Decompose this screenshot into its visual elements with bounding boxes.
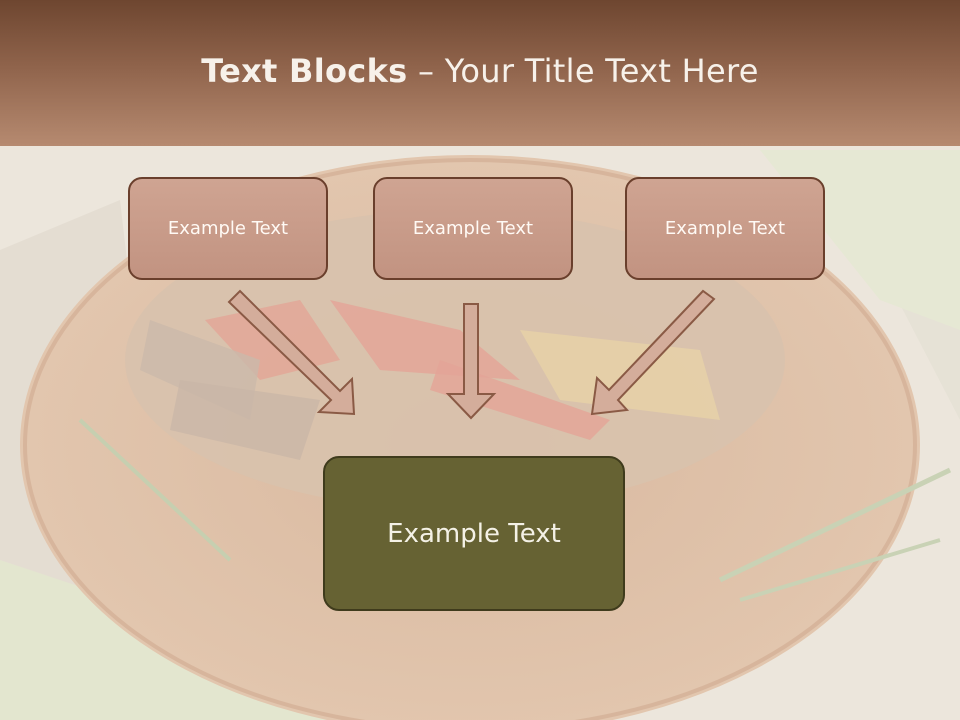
text-block-3-label: Example Text bbox=[664, 218, 786, 239]
text-block-2[interactable]: Example Text bbox=[373, 177, 573, 280]
text-block-2-label: Example Text bbox=[412, 218, 534, 239]
slide-title: Text Blocks – Your Title Text Here bbox=[0, 52, 960, 90]
title-bold: Text Blocks bbox=[201, 52, 408, 90]
title-bar bbox=[0, 0, 960, 146]
arrow-right bbox=[590, 289, 716, 416]
text-block-1-label: Example Text bbox=[167, 218, 289, 239]
title-rest: – Your Title Text Here bbox=[407, 52, 759, 90]
main-text-block-label: Example Text bbox=[387, 518, 561, 549]
main-text-block[interactable]: Example Text bbox=[323, 456, 625, 611]
arrow-center bbox=[445, 303, 497, 420]
arrow-left bbox=[227, 289, 356, 416]
text-block-3[interactable]: Example Text bbox=[625, 177, 825, 280]
text-block-1[interactable]: Example Text bbox=[128, 177, 328, 280]
